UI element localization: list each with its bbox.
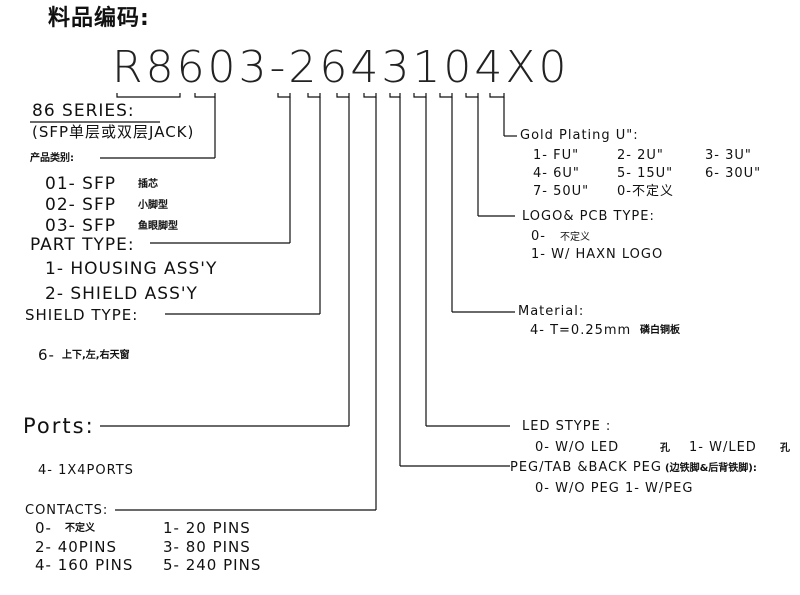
contacts-row3-a: 4- 160 PINS xyxy=(35,556,134,574)
led-title: LED STYPE : xyxy=(522,419,612,434)
category-title: 产品类别: xyxy=(30,153,74,164)
part-type-connector xyxy=(277,93,291,98)
logo-title: LOGO& PCB TYPE: xyxy=(522,209,655,224)
contacts-row2-a: 2- 40PINS xyxy=(35,538,118,556)
category-item-1-note: 插芯 xyxy=(138,179,158,190)
category-connector xyxy=(194,93,216,98)
gold-r3c1: 7- 50U" xyxy=(533,184,590,199)
material-item-note: 磷白铜板 xyxy=(640,325,680,336)
logo-item1: 1- W/ HAXN LOGO xyxy=(531,247,664,262)
category-item-3: 03- SFP xyxy=(45,216,116,236)
logo-item0: 0- xyxy=(531,229,546,244)
contacts-row3-b: 5- 240 PINS xyxy=(163,556,262,574)
contacts-connector xyxy=(363,93,377,98)
material-connector xyxy=(439,93,453,98)
series-connector xyxy=(116,93,181,98)
peg-title-note: (边铁脚&后背铁脚): xyxy=(665,463,757,474)
gold-r1c1: 1- FU" xyxy=(533,148,580,163)
category-item-2-note: 小脚型 xyxy=(138,200,168,211)
shield-type-item-note: 上下,左,右天窗 xyxy=(62,350,130,361)
led-item1-note: 孔 xyxy=(780,443,790,454)
ports-item: 4- 1X4PORTS xyxy=(38,463,134,478)
material-item: 4- T=0.25mm xyxy=(530,323,632,338)
contacts-row1-b: 1- 20 PINS xyxy=(163,519,251,537)
logo-connector xyxy=(465,93,479,98)
contacts-title: CONTACTS: xyxy=(25,503,109,518)
category-item-2: 02- SFP xyxy=(45,195,116,215)
gold-r2c1: 4- 6U" xyxy=(533,166,580,181)
part-type-title: PART TYPE: xyxy=(30,235,135,255)
shield-type-title: SHIELD TYPE: xyxy=(25,306,139,324)
gold-r1c2: 2- 2U" xyxy=(617,148,664,163)
part-type-item-2: 2- SHIELD ASS'Y xyxy=(45,284,198,304)
contacts-row1-a: 0- xyxy=(35,519,52,537)
series-title: 86 SERIES: xyxy=(32,101,135,121)
material-title: Material: xyxy=(518,304,585,319)
contacts-row2-b: 3- 80 PINS xyxy=(163,538,251,556)
gold-r2c3: 6- 30U" xyxy=(705,166,762,181)
led-connector xyxy=(413,93,427,98)
series-subtitle: (SFP单层或双层JACK) xyxy=(32,123,195,141)
category-item-3-note: 鱼眼脚型 xyxy=(138,221,178,232)
part-number: R8603-2643104X0 xyxy=(112,42,570,93)
gold-r3c2: 0-不定义 xyxy=(617,184,674,199)
led-item1: 1- W/LED xyxy=(689,440,757,455)
gold-r1c3: 3- 3U" xyxy=(705,148,752,163)
peg-items: 0- W/O PEG 1- W/PEG xyxy=(535,481,694,496)
led-item0: 0- W/O LED xyxy=(535,440,620,455)
category-item-1: 01- SFP xyxy=(45,174,116,194)
led-item0-note: 孔 xyxy=(660,443,670,454)
ports-title: Ports: xyxy=(23,414,95,438)
peg-title: PEG/TAB &BACK PEG xyxy=(510,460,662,475)
logo-item0-note: 不定义 xyxy=(560,232,590,243)
peg-connector xyxy=(389,93,401,98)
shield-type-connector xyxy=(307,93,321,98)
shield-type-item: 6- xyxy=(38,346,55,364)
gold-connector xyxy=(489,93,505,98)
gold-r2c2: 5- 15U" xyxy=(617,166,674,181)
contacts-row1-a-note: 不定义 xyxy=(65,523,95,534)
header-label: 料品编码: xyxy=(48,6,150,31)
gold-title: Gold Plating U": xyxy=(520,128,639,143)
ports-connector xyxy=(336,93,350,98)
part-type-item-1: 1- HOUSING ASS'Y xyxy=(45,259,218,279)
